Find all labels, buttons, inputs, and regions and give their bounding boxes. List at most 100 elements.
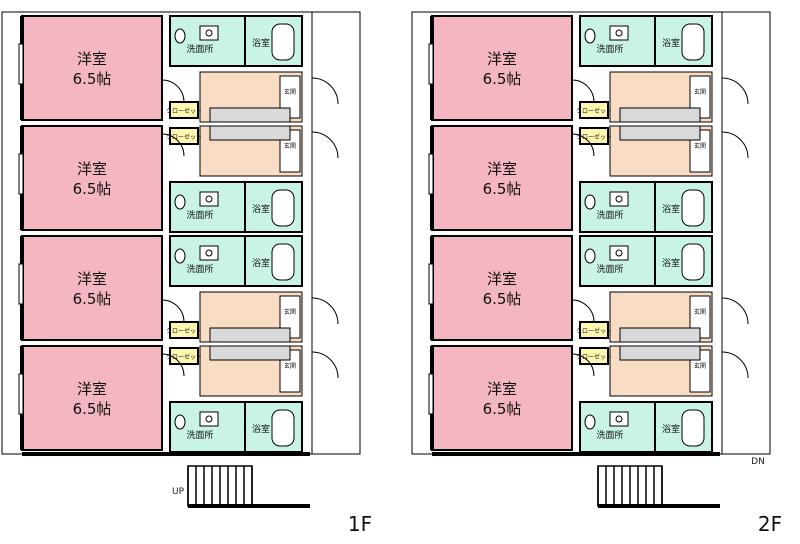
western-room — [431, 15, 573, 121]
sink — [199, 25, 219, 41]
bathtub — [271, 189, 295, 227]
room-size: 6.5帖 — [73, 180, 112, 198]
washroom-label: 洗面所 — [596, 43, 623, 55]
room-label: 洋室 — [487, 270, 517, 288]
window — [18, 153, 24, 195]
room-label: 洋室 — [487, 160, 517, 178]
room-size: 6.5帖 — [73, 70, 112, 88]
bathroom-label: 浴室 — [252, 37, 270, 49]
door-swing — [571, 133, 595, 157]
entrance-label: 玄関 — [694, 362, 706, 370]
washroom-label: 洗面所 — [596, 209, 623, 221]
room-size: 6.5帖 — [483, 70, 522, 88]
sink-bowl — [205, 415, 213, 423]
room-size: 6.5帖 — [483, 400, 522, 418]
sink-bowl — [615, 249, 623, 257]
entry-door-swing — [721, 131, 749, 159]
entrance-label: 玄関 — [694, 88, 706, 96]
toilet — [584, 414, 596, 430]
bathroom-label: 浴室 — [662, 37, 680, 49]
bathtub — [271, 243, 295, 281]
sink-bowl — [205, 29, 213, 37]
window — [18, 373, 24, 415]
door-swing — [161, 299, 185, 323]
stair-direction-label: DN — [751, 457, 765, 467]
entrance-label: 玄関 — [284, 88, 296, 96]
bathroom-label: 浴室 — [662, 203, 680, 215]
sink — [609, 245, 629, 261]
entrance-label: 玄関 — [284, 362, 296, 370]
entrance-label: 玄関 — [694, 142, 706, 150]
door-swing — [571, 79, 595, 103]
entry-door-swing — [311, 131, 339, 159]
closet-label: クローゼット — [166, 107, 202, 115]
sink — [199, 191, 219, 207]
western-room — [21, 15, 163, 121]
toilet — [174, 248, 186, 264]
western-room — [431, 345, 573, 451]
bathtub — [681, 243, 705, 281]
room-label: 洋室 — [487, 380, 517, 398]
toilet — [174, 28, 186, 44]
sink — [609, 191, 629, 207]
western-room — [21, 345, 163, 451]
bathtub — [271, 23, 295, 61]
kitchen-counter — [619, 345, 701, 361]
door-swing — [161, 133, 185, 157]
entry-door-swing — [721, 77, 749, 105]
washroom-label: 洗面所 — [186, 263, 213, 275]
closet-label: クローゼット — [576, 327, 612, 335]
closet-label: クローゼット — [576, 133, 612, 141]
closet-label: クローゼット — [576, 353, 612, 361]
window — [18, 263, 24, 305]
room-label: 洋室 — [77, 380, 107, 398]
sink-bowl — [205, 249, 213, 257]
entry-door-swing — [721, 297, 749, 325]
toilet — [174, 414, 186, 430]
door-swing — [571, 353, 595, 377]
floor-2F: 洋室6.5帖洗面所浴室玄関クローゼット洋室6.5帖洗面所浴室玄関クローゼット洋室… — [411, 11, 782, 536]
sink — [609, 25, 629, 41]
toilet — [584, 248, 596, 264]
kitchen-counter — [209, 107, 291, 123]
closet-label: クローゼット — [166, 327, 202, 335]
sink — [609, 411, 629, 427]
washroom-label: 洗面所 — [186, 209, 213, 221]
bathtub — [681, 409, 705, 447]
entry-door-swing — [311, 77, 339, 105]
room-label: 洋室 — [77, 270, 107, 288]
kitchen-counter — [209, 327, 291, 343]
floor-label: 1F — [348, 512, 372, 536]
room-label: 洋室 — [77, 160, 107, 178]
kitchen-counter — [619, 125, 701, 141]
closet-label: クローゼット — [166, 133, 202, 141]
entry-door-swing — [311, 297, 339, 325]
kitchen-counter — [209, 345, 291, 361]
kitchen-counter — [209, 125, 291, 141]
entrance-label: 玄関 — [284, 308, 296, 316]
closet-label: クローゼット — [576, 107, 612, 115]
western-room — [21, 125, 163, 231]
bathtub — [681, 23, 705, 61]
room-size: 6.5帖 — [73, 400, 112, 418]
floor-1F: 洋室6.5帖洗面所浴室玄関クローゼット洋室6.5帖洗面所浴室玄関クローゼット洋室… — [1, 11, 372, 536]
toilet — [584, 28, 596, 44]
sink-bowl — [615, 29, 623, 37]
sink-bowl — [205, 195, 213, 203]
window — [428, 43, 434, 85]
entrance-label: 玄関 — [694, 308, 706, 316]
sink-bowl — [615, 195, 623, 203]
bathroom-label: 浴室 — [662, 423, 680, 435]
washroom-label: 洗面所 — [596, 263, 623, 275]
sink — [199, 411, 219, 427]
kitchen-counter — [619, 107, 701, 123]
entrance-label: 玄関 — [284, 142, 296, 150]
window — [18, 43, 24, 85]
room-size: 6.5帖 — [483, 180, 522, 198]
